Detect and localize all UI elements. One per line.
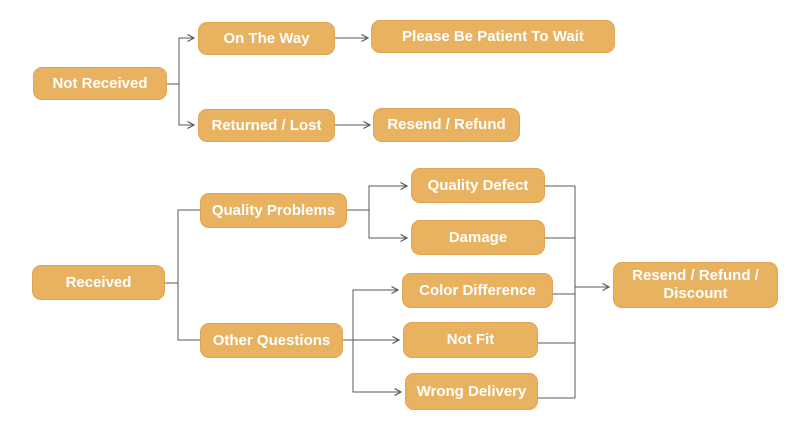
node-returned-lost: Returned / Lost	[198, 109, 335, 142]
node-quality-defect: Quality Defect	[411, 168, 545, 203]
edge-quality-problems-quality-defect	[347, 186, 407, 211]
node-resend-refund-discount: Resend / Refund / Discount	[613, 262, 778, 308]
edge-quality-problems-damage	[347, 209, 407, 238]
node-quality-problems: Quality Problems	[200, 193, 347, 228]
edge-other-questions-color-difference	[343, 290, 398, 341]
edge-received-other-questions	[165, 282, 200, 341]
node-color-difference: Color Difference	[402, 273, 553, 308]
node-not-fit: Not Fit	[403, 322, 538, 358]
node-wrong-delivery: Wrong Delivery	[405, 373, 538, 410]
node-damage: Damage	[411, 220, 545, 255]
node-other-questions: Other Questions	[200, 323, 343, 358]
node-on-the-way: On The Way	[198, 22, 335, 55]
edge-not-received-on-the-way	[167, 38, 194, 85]
node-please-be-patient: Please Be Patient To Wait	[371, 20, 615, 53]
edge-other-questions-wrong-delivery	[343, 339, 401, 392]
edge-not-received-returned-lost	[167, 83, 194, 125]
edge-received-quality-problems	[165, 209, 200, 284]
node-resend-refund: Resend / Refund	[373, 108, 520, 142]
node-not-received: Not Received	[33, 67, 167, 100]
node-received: Received	[32, 265, 165, 300]
